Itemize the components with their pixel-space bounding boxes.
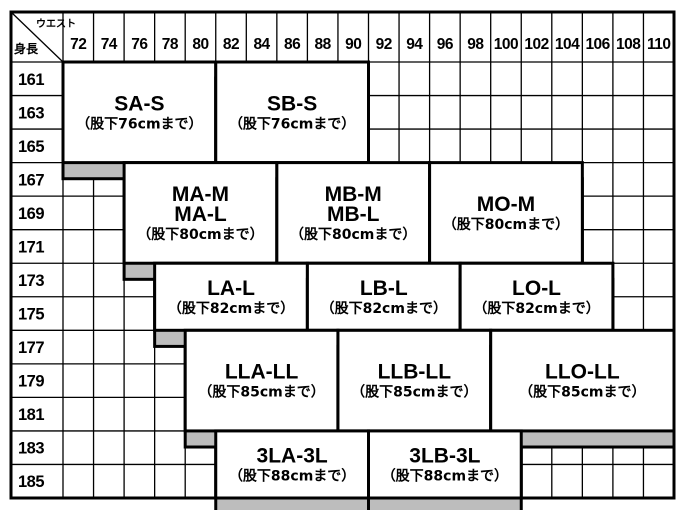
row-label-165: 165 — [18, 138, 44, 156]
row-label-181: 181 — [18, 406, 44, 424]
size-box-3lb-3l: 3LB-3L（股下88cmまで） — [367, 429, 523, 510]
corner-cell: ウエスト 身長 — [10, 11, 76, 63]
inseam-note: （股下85cmまで） — [198, 385, 324, 401]
row-label-183: 183 — [18, 440, 44, 458]
column-header-108: 108 — [616, 36, 641, 53]
row-label-175: 175 — [18, 306, 44, 324]
row-label-column: 161 163 165 167 169 171 173 175 177 179 181 183 185 — [18, 71, 45, 491]
row-label-185: 185 — [18, 473, 44, 491]
corner-diagonal — [10, 11, 64, 63]
corner-column-header: ウエスト — [36, 18, 76, 30]
column-header-86: 86 — [284, 36, 301, 53]
size-box-sa-s: SA-S（股下76cmまで） — [61, 60, 218, 181]
column-header-92: 92 — [376, 36, 392, 53]
row-label-179: 179 — [18, 373, 44, 391]
inseam-note: （股下80cmまで） — [443, 217, 569, 233]
column-header-110: 110 — [647, 36, 671, 53]
inseam-note: （股下88cmまで） — [382, 468, 508, 484]
column-header-78: 78 — [162, 36, 179, 53]
column-header-94: 94 — [406, 36, 423, 53]
size-box-frame — [305, 261, 462, 332]
inseam-note: （股下80cmまで） — [137, 227, 263, 243]
column-header-72: 72 — [70, 36, 86, 53]
size-box-lla-ll: LLA-LL（股下85cmまで） — [183, 328, 340, 449]
size-boxes: SA-S（股下76cmまで）SB-S（股下76cmまで）MA-MMA-L（股下8… — [61, 60, 676, 510]
size-box-frame — [153, 261, 309, 332]
size-label: MB-L — [327, 203, 380, 226]
size-label: MO-M — [477, 193, 535, 216]
column-header-row: 72 74 76 78 80 82 84 86 88 90 92 94 96 98 100 102 104 106… — [70, 36, 671, 53]
column-header-102: 102 — [524, 36, 548, 53]
size-label: SA-S — [114, 92, 164, 115]
column-header-84: 84 — [253, 36, 270, 53]
inseam-note: （股下76cmまで） — [229, 116, 355, 132]
size-box-frame — [367, 429, 523, 500]
row-label-173: 173 — [18, 272, 44, 290]
size-box-frame — [458, 261, 615, 332]
size-box-frame — [61, 60, 218, 165]
row-label-177: 177 — [18, 339, 44, 357]
size-box-frame — [122, 161, 279, 265]
column-header-74: 74 — [101, 36, 118, 53]
size-box-frame — [428, 161, 584, 265]
inseam-note: （股下82cmまで） — [321, 301, 447, 317]
table-frame — [9, 10, 676, 500]
size-box-frame — [275, 161, 432, 265]
column-header-106: 106 — [585, 36, 610, 53]
column-header-100: 100 — [494, 36, 518, 53]
row-label-167: 167 — [18, 171, 44, 189]
size-label: LA-L — [207, 277, 255, 300]
column-header-96: 96 — [437, 36, 454, 53]
inseam-note: （股下88cmまで） — [229, 468, 355, 484]
column-header-82: 82 — [223, 36, 239, 53]
size-label: 3LA-3L — [257, 444, 328, 467]
column-header-98: 98 — [467, 36, 484, 53]
column-header-80: 80 — [192, 36, 208, 53]
size-label: LB-L — [360, 277, 408, 300]
inseam-note: （股下85cmまで） — [351, 385, 477, 401]
size-label: MB-M — [325, 183, 382, 206]
size-label: LO-L — [512, 277, 561, 300]
size-label: MA-L — [174, 203, 227, 226]
size-label: 3LB-3L — [409, 444, 480, 467]
size-label: LLO-LL — [545, 361, 620, 384]
size-label: LLB-LL — [378, 361, 452, 384]
row-label-171: 171 — [18, 238, 44, 256]
inseam-note: （股下80cmまで） — [290, 227, 416, 243]
row-label-161: 161 — [18, 71, 44, 89]
inseam-note: （股下82cmまで） — [473, 301, 599, 317]
column-header-104: 104 — [555, 36, 580, 53]
size-box-frame — [214, 60, 370, 165]
inseam-note: （股下82cmまで） — [168, 301, 294, 317]
size-label: MA-M — [172, 183, 229, 206]
size-label: SB-S — [267, 92, 317, 115]
row-label-163: 163 — [18, 104, 44, 122]
row-label-169: 169 — [18, 205, 44, 223]
corner-row-header: 身長 — [14, 41, 39, 56]
column-header-88: 88 — [315, 36, 332, 53]
size-label: LLA-LL — [225, 361, 299, 384]
inseam-note: （股下76cmまで） — [76, 116, 202, 132]
column-header-90: 90 — [345, 36, 361, 53]
column-header-76: 76 — [131, 36, 148, 53]
inseam-note: （股下85cmまで） — [519, 385, 645, 401]
